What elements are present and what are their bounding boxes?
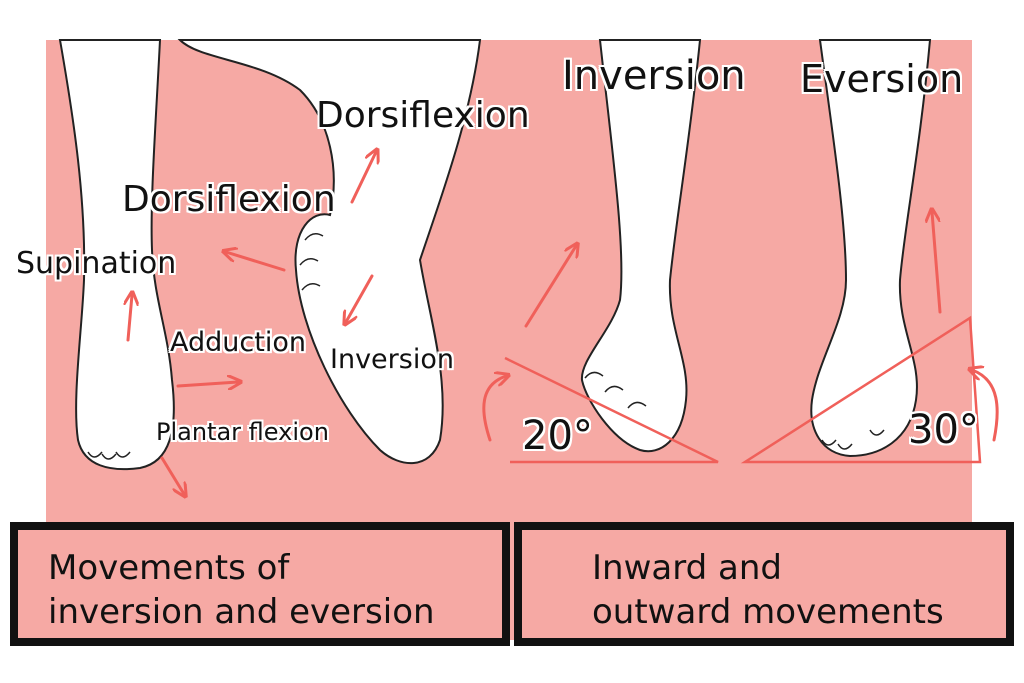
inversion-leg — [580, 39, 702, 453]
dorsiflexion-top-arrow — [350, 152, 376, 204]
left-leg-front — [58, 39, 175, 471]
inversion-curl-arrow — [482, 376, 506, 442]
left-caption-box: Movements of inversion and eversion — [10, 522, 510, 646]
inversion-up-arrow — [524, 246, 576, 328]
plantar-flexion-arrow — [160, 456, 184, 494]
dorsiflexion-top-label: Dorsiflexion — [316, 95, 530, 136]
right-caption-text: Inward and outward movements — [592, 546, 944, 634]
dorsiflexion-left-arrow — [226, 252, 286, 272]
eversion-title: Eversion — [800, 57, 964, 101]
dorsiflexion-left-label: Dorsiflexion — [122, 179, 336, 220]
left-leg-lifted — [177, 39, 482, 464]
right-caption-line-2: outward movements — [592, 592, 944, 632]
supination-arrow — [128, 295, 132, 342]
eversion-angle-label: 30° — [908, 407, 979, 453]
eversion-angle-triangle — [740, 315, 982, 464]
left-caption-text: Movements of inversion and eversion — [48, 546, 435, 634]
eversion-up-arrow — [932, 212, 942, 314]
inversion-angle-label: 20° — [522, 413, 593, 459]
inversion-left-arrow — [346, 274, 374, 322]
eversion-leg — [810, 39, 932, 458]
left-caption-line-1: Movements of — [48, 548, 290, 588]
right-caption-line-1: Inward and — [592, 548, 782, 588]
adduction-label: Adduction — [170, 327, 306, 358]
inversion-angle-triangle — [504, 356, 719, 464]
inversion-side-label: Inversion — [330, 344, 454, 375]
eversion-curl-arrow — [972, 370, 999, 442]
adduction-arrow — [176, 382, 238, 386]
right-caption-box: Inward and outward movements — [514, 522, 1014, 646]
inversion-title: Inversion — [562, 53, 746, 99]
supination-label: Supination — [16, 246, 177, 281]
plantar-flexion-label: Plantar flexion — [156, 418, 329, 446]
left-caption-line-2: inversion and eversion — [48, 592, 435, 632]
